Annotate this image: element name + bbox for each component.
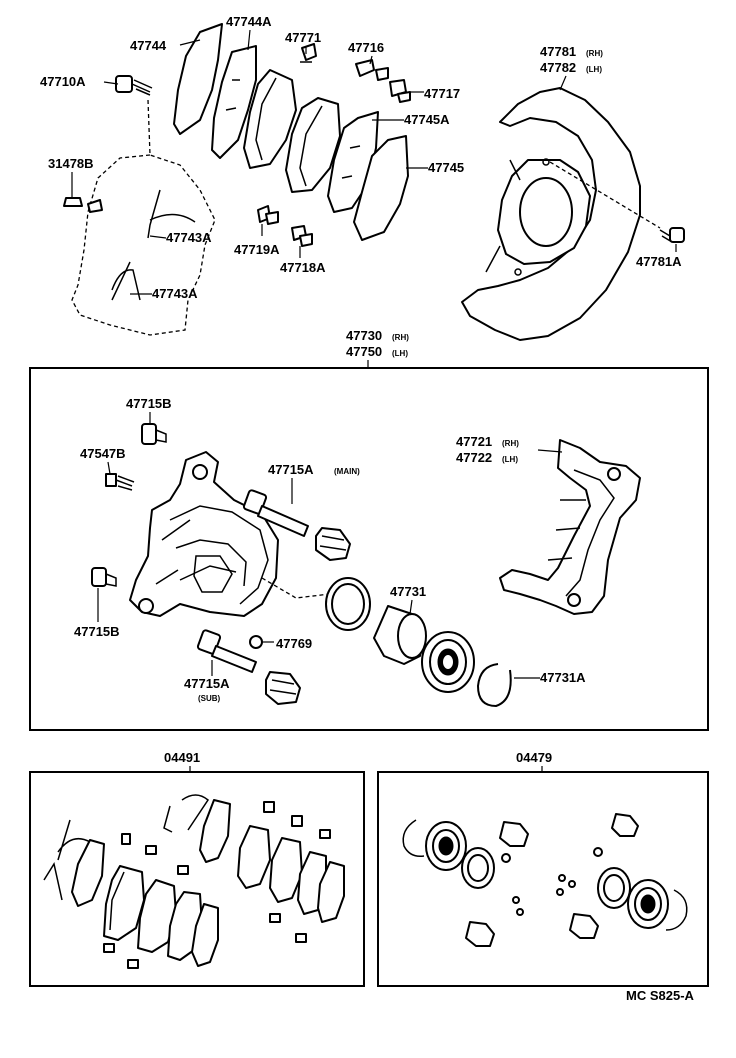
label-04479: 04479: [516, 750, 552, 765]
tag-47750-lh: (LH): [392, 349, 408, 358]
slide-pin-main: [242, 489, 309, 537]
label-47743a-upper: 47743A: [166, 230, 212, 245]
bleeder-47715b-upper: [141, 423, 167, 445]
tag-47730-rh: (RH): [392, 333, 409, 342]
label-31478b: 31478B: [48, 156, 94, 171]
anti-squeal-shim-47744: [173, 23, 223, 135]
label-47715b-lower: 47715B: [74, 624, 120, 639]
slide-pin-sub: [196, 629, 257, 673]
tag-47782-lh: (LH): [586, 65, 602, 74]
pad-support-plate-47719a: [257, 205, 279, 225]
label-47731a: 47731A: [540, 670, 586, 685]
pad-kit-contents: [43, 794, 345, 969]
caliper-outline-dashed: [71, 154, 216, 336]
label-47745: 47745: [428, 160, 464, 175]
anti-squeal-spring-2: [111, 261, 141, 301]
label-47719a: 47719A: [234, 242, 280, 257]
dust-cover-bolt-leader: [549, 161, 661, 229]
label-47730: 47730: [346, 328, 382, 343]
tag-47722-lh: (LH): [502, 455, 518, 464]
piston-47731: [373, 605, 427, 665]
piston-seal: [325, 577, 371, 631]
pad-support-plate-47716: [355, 59, 389, 81]
label-47718a: 47718A: [280, 260, 326, 275]
pad-support-plate-47718a: [291, 225, 313, 247]
label-47715a-sub: 47715A: [184, 676, 230, 691]
wear-indicator-47771: [300, 43, 317, 63]
tag-47721-rh: (RH): [502, 439, 519, 448]
anti-squeal-shim-47745: [353, 135, 409, 241]
label-47744a: 47744A: [226, 14, 272, 29]
tag-47715a-main: (MAIN): [334, 467, 360, 476]
tag-47781-rh: (RH): [586, 49, 603, 58]
slide-bushing-main: [315, 527, 351, 561]
caliper-assembly-box: [29, 367, 709, 731]
label-47781a: 47781A: [636, 254, 682, 269]
label-47782: 47782: [540, 60, 576, 75]
seal-kit-box-04479: [377, 771, 709, 987]
label-47744: 47744: [130, 38, 167, 53]
cylinder-boot: [421, 631, 475, 693]
bolt-guide-dashed: [147, 99, 151, 156]
label-47716: 47716: [348, 40, 384, 55]
label-47745a: 47745A: [404, 112, 450, 127]
clip-31478b: [63, 197, 103, 213]
label-47731: 47731: [390, 584, 426, 599]
pad-support-plate-47717: [389, 79, 411, 103]
caliper-cylinder-body: [129, 451, 279, 617]
bushing-47769: [249, 635, 263, 649]
bolt-47715b-lower: [91, 567, 117, 587]
label-47715a-main: 47715A: [268, 462, 314, 477]
label-47722: 47722: [456, 450, 492, 465]
bolt-47781a: [659, 227, 685, 243]
label-47750: 47750: [346, 344, 382, 359]
label-47715b-upper: 47715B: [126, 396, 172, 411]
diagram-code: MC S825-A: [626, 988, 695, 1003]
label-04491: 04491: [164, 750, 200, 765]
slide-bushing-sub: [265, 671, 301, 705]
label-47721: 47721: [456, 434, 492, 449]
label-47781: 47781: [540, 44, 576, 59]
label-47547b: 47547B: [80, 446, 126, 461]
label-47710a: 47710A: [40, 74, 86, 89]
label-47769: 47769: [276, 636, 312, 651]
disc-brake-dust-cover: [461, 87, 641, 341]
label-47743a-lower: 47743A: [152, 286, 198, 301]
anti-squeal-shim-47744a: [211, 45, 257, 159]
label-47717: 47717: [424, 86, 460, 101]
bleeder-plug-47547b: [105, 473, 135, 491]
anti-squeal-spring-1: [147, 189, 196, 239]
pad-kit-box-04491: [29, 771, 365, 987]
set-ring-47731a: [477, 663, 512, 707]
tag-47715a-sub: (SUB): [198, 694, 221, 703]
caliper-mounting-bracket: [499, 439, 641, 615]
bolt-47710a: [115, 75, 153, 96]
label-47771: 47771: [285, 30, 321, 45]
seal-kit-contents: [402, 813, 688, 947]
